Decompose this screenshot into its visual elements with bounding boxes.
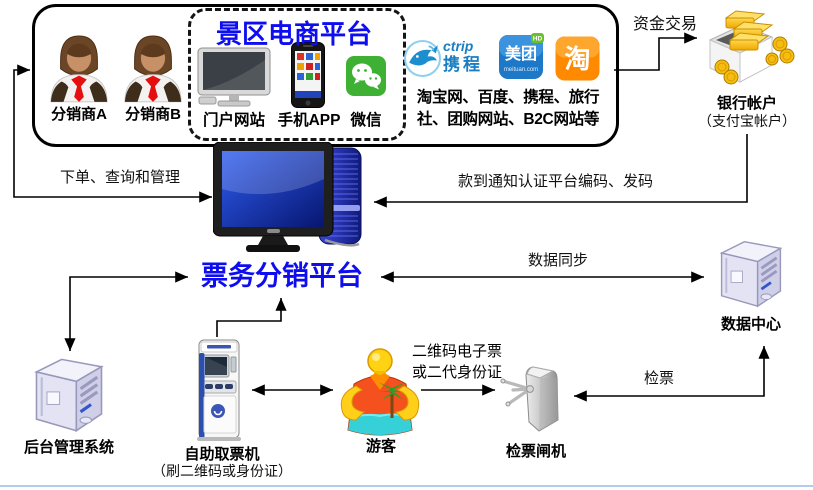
distributor-b-label: 分销商B xyxy=(125,106,181,123)
order-connector xyxy=(13,64,212,203)
funds-connector xyxy=(614,32,697,71)
meituan-hd-badge: HD xyxy=(533,36,543,43)
backend-system-icon xyxy=(26,353,112,435)
ticket-kiosk-label: 自助取票机 xyxy=(184,446,260,463)
taobao-cn-text: 淘 xyxy=(564,44,590,74)
ticket-kiosk-icon xyxy=(197,339,241,441)
backend-connector xyxy=(64,271,188,351)
funds-flow-label: 资金交易 xyxy=(633,16,698,33)
ticketing-platform-title: 票务分销平台 xyxy=(201,261,363,291)
data-sync-label: 数据同步 xyxy=(528,252,589,269)
qr-ticket-label-line2: 或二代身份证 xyxy=(411,364,502,381)
distributor-b-icon xyxy=(122,27,184,103)
qr-ticket-label: 二维码电子票 或二代身份证 xyxy=(398,341,516,383)
kiosk-platform-connector xyxy=(216,298,287,337)
payment-notify-label: 款到通知认证平台编码、发码 xyxy=(458,173,654,190)
ctrip-cn-text: 携程 xyxy=(443,55,483,74)
backend-system-label: 后台管理系统 xyxy=(23,439,114,456)
platform-computer-icon xyxy=(213,142,362,252)
bottom-divider xyxy=(0,485,813,487)
wechat-icon xyxy=(346,56,386,96)
turnstile-gate-label: 检票闸机 xyxy=(505,443,566,460)
meituan-cn-text: 美团 xyxy=(505,44,537,63)
tourist-icon xyxy=(340,348,420,436)
turnstile-gate-icon xyxy=(500,366,559,432)
payment-notify-connector xyxy=(374,134,748,208)
data-center-label: 数据中心 xyxy=(720,316,781,333)
tourist-label: 游客 xyxy=(365,438,396,455)
ctrip-logo-icon xyxy=(404,40,441,77)
portal-website-icon xyxy=(197,47,271,107)
alipay-account-label: （支付宝帐户） xyxy=(698,113,796,129)
distributor-a-icon xyxy=(48,27,110,103)
ota-description: 淘宝网、百度、携程、旅行 社、团购网站、B2C网站等 xyxy=(402,87,614,131)
wechat-label: 微信 xyxy=(350,112,382,129)
bank-account-label: 银行帐户 xyxy=(716,95,777,112)
ota-description-line1: 淘宝网、百度、携程、旅行 xyxy=(416,89,600,106)
qr-ticket-label-line1: 二维码电子票 xyxy=(411,343,502,360)
portal-website-label: 门户网站 xyxy=(202,112,265,129)
meituan-domain-text: meituan.com xyxy=(504,67,538,73)
taobao-logo-icon: 淘 xyxy=(555,36,600,81)
ticket-check-label: 检票 xyxy=(644,370,675,387)
ota-description-line2: 社、团购网站、B2C网站等 xyxy=(416,111,600,128)
mobile-app-label: 手机APP xyxy=(277,112,341,129)
meituan-logo-icon: 美团 meituan.com HD xyxy=(499,33,544,79)
order-flow-label: 下单、查询和管理 xyxy=(60,169,181,186)
ecommerce-platform-title: 景区电商平台 xyxy=(215,19,372,49)
ctrip-wordmark: ctrip 携程 xyxy=(443,39,483,73)
data-center-icon xyxy=(712,236,790,310)
bank-money-icon xyxy=(708,10,795,85)
mobile-app-icon xyxy=(291,42,325,108)
ctrip-en-text: ctrip xyxy=(443,38,474,54)
ticket-check-connector xyxy=(574,346,770,402)
ticket-kiosk-sublabel: （刷二维码或身份证） xyxy=(152,463,292,479)
distributor-a-label: 分销商A xyxy=(51,106,107,123)
